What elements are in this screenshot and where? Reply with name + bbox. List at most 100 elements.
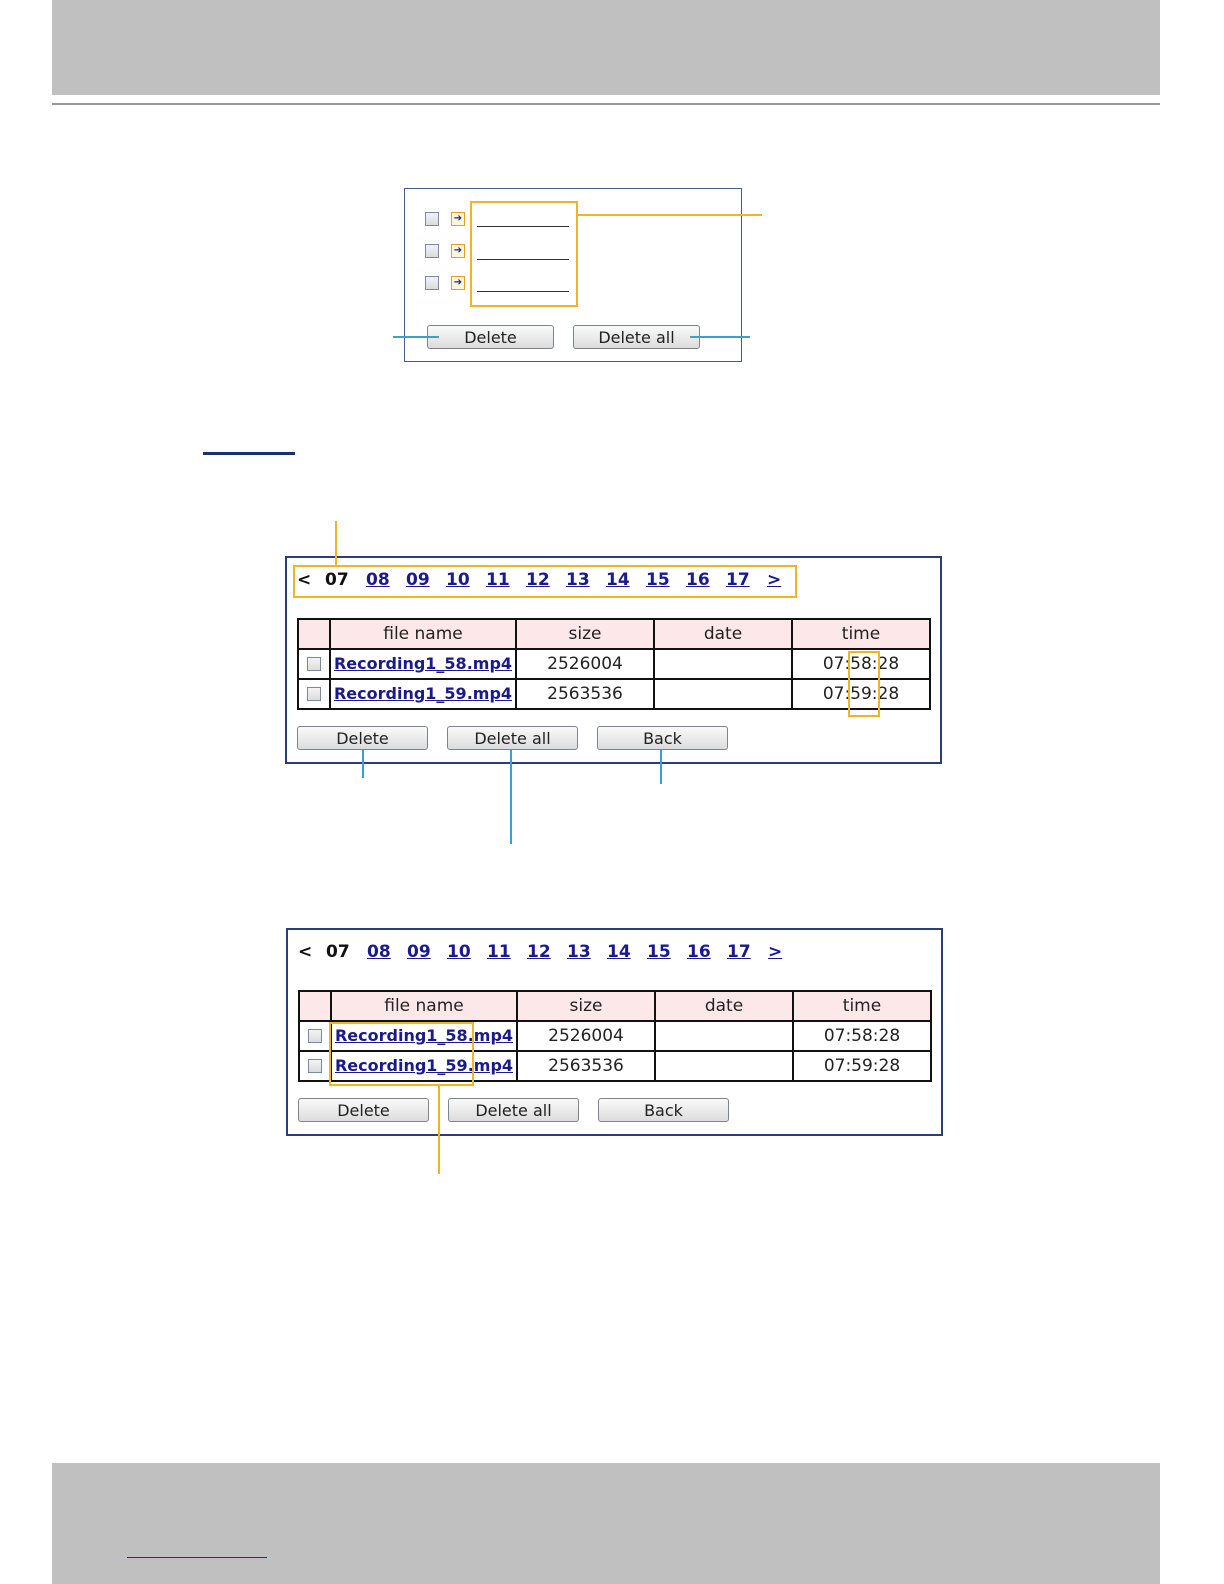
page-link[interactable]: 17 [727,942,751,962]
page-header-band [52,0,1160,95]
time-cell: 07:58:28 [791,648,931,680]
next-page-link[interactable]: > [767,570,782,590]
arrow-right-icon[interactable]: ➔ [451,212,465,226]
prev-page-link[interactable]: < [298,942,313,962]
page-link[interactable]: 16 [686,570,710,590]
callout-line [362,750,364,778]
select-cell [297,678,331,710]
page-link[interactable]: 14 [606,570,630,590]
page-link[interactable]: 12 [527,942,551,962]
size-cell: 2563536 [515,678,655,710]
page-footer-band [52,1463,1160,1584]
page-link[interactable]: 15 [647,942,671,962]
section-heading-underline [203,452,295,455]
current-page: 07 [326,942,350,962]
page-link[interactable]: 13 [566,570,590,590]
date-cell [654,1050,794,1082]
callout-line [578,214,762,216]
row-checkbox[interactable] [308,1029,322,1043]
page-link[interactable]: 09 [407,942,431,962]
file-checkbox[interactable] [425,212,439,226]
file-checkbox[interactable] [425,276,439,290]
callout-line [660,750,662,784]
arrow-right-icon[interactable]: ➔ [451,244,465,258]
recording-browser-panel: < 07 08 09 10 11 12 13 14 15 16 17 > fil… [286,928,943,1136]
select-cell [297,648,331,680]
file-name-cell: Recording1_58.mp4 [329,648,517,680]
callout-line [510,750,512,844]
column-header-date: date [654,990,794,1022]
back-button[interactable]: Back [598,1098,729,1122]
page-link[interactable]: 15 [646,570,670,590]
file-links-highlight [470,201,578,307]
header-rule [52,103,1160,105]
page-link[interactable]: 08 [367,942,391,962]
file-link[interactable]: Recording1_59.mp4 [333,684,513,703]
row-checkbox[interactable] [307,657,321,671]
file-name-cell: Recording1_59.mp4 [329,678,517,710]
page-link[interactable]: 16 [687,942,711,962]
table-header-row: file name size date time [298,990,932,1022]
next-page-link[interactable]: > [768,942,783,962]
delete-button[interactable]: Delete [298,1098,429,1122]
delete-all-button[interactable]: Delete all [573,325,700,349]
file-link-placeholder[interactable] [477,291,569,292]
page-link[interactable]: 11 [486,570,510,590]
column-header-time: time [791,618,931,650]
callout-line [690,336,750,338]
page-link[interactable]: 11 [487,942,511,962]
size-cell: 2526004 [515,648,655,680]
page-link[interactable]: 10 [447,942,471,962]
time-cell: 07:59:28 [792,1050,932,1082]
file-link-placeholder[interactable] [477,259,569,260]
file-name-highlight [329,1022,474,1086]
column-header-time: time [792,990,932,1022]
page-link[interactable]: 17 [726,570,750,590]
date-cell [653,648,793,680]
page-link[interactable]: 09 [406,570,430,590]
table-row: Recording1_59.mp4 2563536 07:59:28 [298,1050,932,1082]
page-link[interactable]: 10 [446,570,470,590]
file-list-panel: ➔ ➔ ➔ Delete Delete all [404,188,742,362]
table-row: Recording1_59.mp4 2563536 07:59:28 [297,678,931,710]
column-header-file-name: file name [329,618,517,650]
file-name-cell: Recording1_59.mp4 [330,1050,518,1082]
page-link[interactable]: 08 [366,570,390,590]
back-button[interactable]: Back [597,726,728,750]
page-link[interactable]: 13 [567,942,591,962]
footer-link-underline [127,1557,267,1558]
file-table: file name size date time Recording1_58.m… [297,618,931,710]
delete-button[interactable]: Delete [427,325,554,349]
time-cell: 07:59:28 [791,678,931,710]
recording-browser-panel: < 07 08 09 10 11 12 13 14 15 16 17 > fil… [285,556,942,764]
page-navigation-highlight [293,565,797,598]
column-header-date: date [653,618,793,650]
file-link-placeholder[interactable] [477,226,569,227]
select-cell [298,1020,332,1052]
page-link[interactable]: 12 [526,570,550,590]
callout-line [393,336,439,338]
select-cell [298,1050,332,1082]
file-link[interactable]: Recording1_59.mp4 [334,1056,514,1075]
date-cell [653,678,793,710]
delete-button[interactable]: Delete [297,726,428,750]
file-checkbox[interactable] [425,244,439,258]
page-link[interactable]: 14 [607,942,631,962]
column-header-size: size [515,618,655,650]
prev-page-link[interactable]: < [297,570,312,590]
arrow-right-icon[interactable]: ➔ [451,276,465,290]
column-header-file-name: file name [330,990,518,1022]
callout-line [335,521,337,567]
row-checkbox[interactable] [307,687,321,701]
file-link[interactable]: Recording1_58.mp4 [334,1026,514,1045]
callout-line [438,1086,440,1174]
select-column-header [298,990,332,1022]
size-cell: 2563536 [516,1050,656,1082]
date-cell [654,1020,794,1052]
minute-highlight [848,651,880,717]
column-header-size: size [516,990,656,1022]
delete-all-button[interactable]: Delete all [448,1098,579,1122]
row-checkbox[interactable] [308,1059,322,1073]
file-link[interactable]: Recording1_58.mp4 [333,654,513,673]
delete-all-button[interactable]: Delete all [447,726,578,750]
